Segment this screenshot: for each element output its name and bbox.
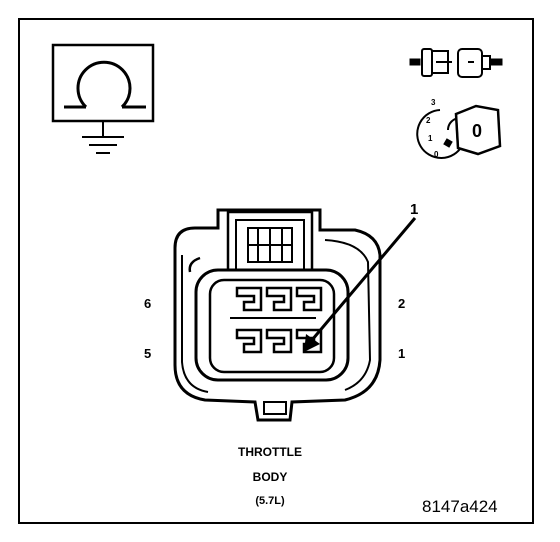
key-position-2: 2: [426, 116, 431, 125]
diagram-frame: [18, 18, 534, 524]
connector-plug-icon: [409, 48, 503, 78]
key-position-0: 0: [434, 150, 439, 159]
key-position-3: 3: [431, 98, 436, 107]
pin-label-2: 2: [398, 296, 406, 311]
pin-label-6: 6: [144, 296, 152, 311]
throttle-body-connector: [173, 208, 382, 422]
caption-line-1: THROTTLE: [238, 445, 302, 459]
caption-line-3: (5.7L): [255, 495, 285, 507]
pin-label-1: 1: [398, 346, 406, 361]
key-position-1: 1: [428, 134, 433, 143]
ohmmeter-symbol-icon: [51, 43, 155, 154]
figure-id: 8147a424: [422, 497, 498, 516]
ignition-key-icon: [416, 104, 502, 159]
caption-line-2: BODY: [252, 470, 288, 484]
pin-label-5: 5: [144, 346, 152, 361]
callout-label: 1: [410, 201, 419, 218]
key-letter: 0: [472, 121, 483, 141]
callout-arrow: [304, 217, 417, 352]
